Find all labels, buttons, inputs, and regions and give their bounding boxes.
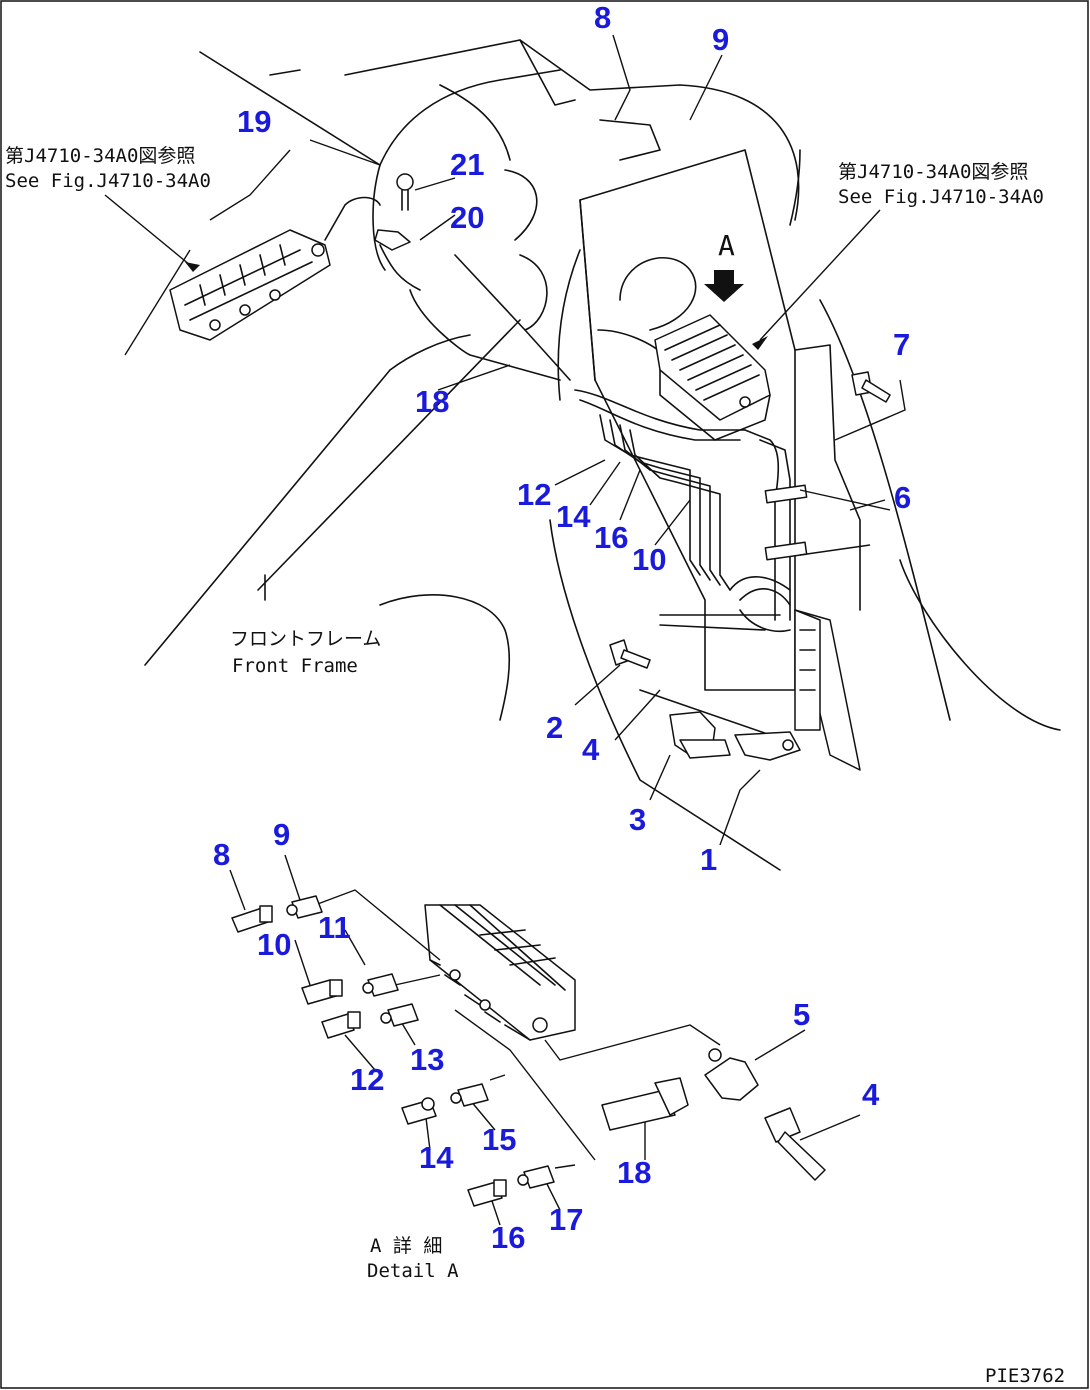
detail-callout-8: 8 — [213, 837, 230, 872]
detail-callout-10: 10 — [257, 927, 291, 962]
frame-outline — [144, 39, 1061, 871]
svg-text:A: A — [718, 229, 735, 262]
ref-note-right-jp: 第J4710-34A0図参照 — [838, 161, 1028, 183]
valve-block-top — [654, 314, 771, 441]
hose-clamps — [764, 484, 808, 561]
callout-16: 16 — [594, 520, 628, 555]
detail-callout-14: 14 — [419, 1140, 454, 1175]
detail-callout-9: 9 — [273, 817, 290, 852]
callout-10: 10 — [632, 542, 666, 577]
bolt-2 — [609, 639, 651, 669]
bolt-7 — [851, 371, 891, 403]
callout-3: 3 — [629, 802, 646, 837]
ref-note-left-en: See Fig.J4710-34A0 — [5, 170, 211, 192]
detail-callout-11: 11 — [318, 910, 351, 945]
detail-callout-4: 4 — [862, 1077, 880, 1112]
drawing-code: PIE3762 — [985, 1365, 1065, 1387]
detail-callout-15: 15 — [482, 1122, 516, 1157]
front-frame-label-en: Front Frame — [232, 655, 358, 677]
callout-6: 6 — [894, 480, 911, 515]
callout-7: 7 — [893, 327, 910, 362]
callout-4: 4 — [582, 732, 600, 767]
ref-arrow-left — [185, 262, 200, 272]
callout-2: 2 — [546, 710, 563, 745]
detail-fittings — [231, 895, 826, 1207]
clip-20 — [374, 229, 421, 291]
bracket — [669, 711, 801, 761]
hose-bundle — [574, 329, 791, 632]
side-plate — [794, 609, 861, 771]
view-a-arrow: A — [704, 229, 744, 302]
detail-callout-17: 17 — [549, 1202, 583, 1237]
callout-8: 8 — [594, 0, 611, 35]
callout-18: 18 — [415, 384, 449, 419]
callout-19: 19 — [237, 104, 271, 139]
detail-callout-16: 16 — [491, 1220, 525, 1255]
detail-a-label-jp: A 詳 細 — [370, 1235, 442, 1257]
detail-callout-18: 18 — [617, 1155, 651, 1190]
valve-block-left — [169, 196, 381, 341]
ref-arrow-right — [752, 336, 768, 350]
callout-12: 12 — [517, 477, 551, 512]
front-frame-label-jp: フロントフレーム — [230, 628, 381, 650]
detail-callout-13: 13 — [410, 1042, 444, 1077]
callout-14: 14 — [556, 499, 591, 534]
callout-20: 20 — [450, 200, 484, 235]
detail-callout-5: 5 — [793, 997, 810, 1032]
fitting-21 — [396, 173, 414, 211]
ref-note-left-jp: 第J4710-34A0図参照 — [5, 145, 195, 167]
callout-1: 1 — [700, 842, 717, 877]
detail-a-label-en: Detail A — [367, 1260, 459, 1282]
detail-valve-block — [424, 904, 576, 1041]
detail-callout-12: 12 — [350, 1062, 384, 1097]
callout-21: 21 — [450, 147, 484, 182]
callout-9: 9 — [712, 22, 729, 57]
ref-note-right-en: See Fig.J4710-34A0 — [838, 186, 1044, 208]
leader-lines-top — [104, 34, 906, 846]
